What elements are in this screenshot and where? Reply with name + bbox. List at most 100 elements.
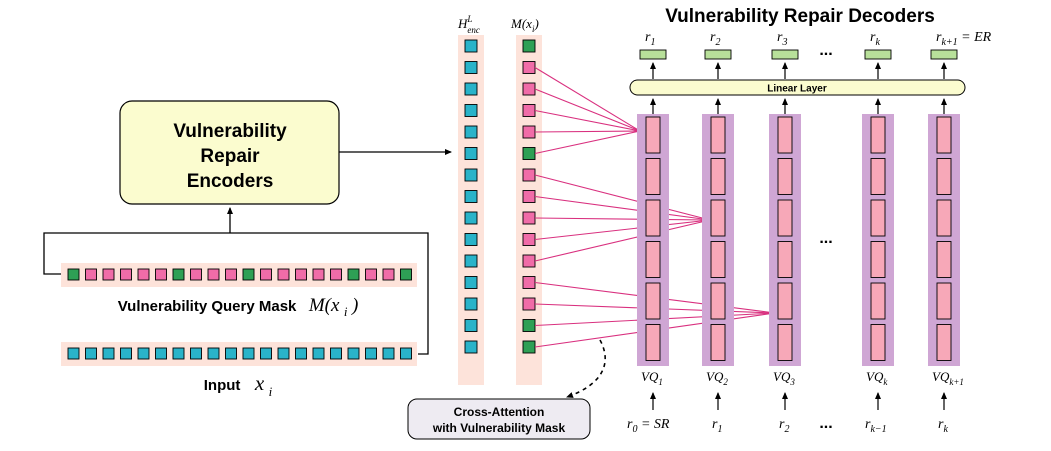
input-caption-sub: i (269, 384, 273, 399)
decoder-cell (710, 158, 726, 195)
encoder-state-cell (464, 190, 478, 203)
cross-attention-callout: Cross-Attention with Vulnerability Mask (407, 398, 591, 440)
output-token-box (639, 49, 667, 60)
decoder-cell (936, 324, 952, 361)
output-label: rk (870, 30, 880, 48)
encoder-state-cell (464, 233, 478, 246)
query-mask-token (207, 268, 220, 281)
encoder-state-cell (464, 297, 478, 311)
decoder-cell (936, 116, 952, 154)
decoder-cell (645, 282, 661, 320)
decoder-cell (777, 199, 793, 237)
decoder-cell (936, 158, 952, 195)
decoder-input-label: rk (938, 417, 948, 435)
output-token-box (864, 49, 892, 60)
decoder-cell (710, 199, 726, 237)
input-token (85, 347, 97, 360)
query-mask-token (260, 268, 272, 281)
decoder-band (862, 114, 894, 366)
input-token (295, 347, 307, 360)
encoder-block: Vulnerability Repair Encoders (119, 100, 340, 205)
encoder-states (464, 39, 478, 354)
input-token (382, 347, 395, 360)
attention-line (534, 219, 711, 241)
encoder-state-cell (464, 276, 478, 289)
mask-column-token (522, 276, 536, 289)
query-mask-token (347, 268, 360, 281)
query-mask-caption: Vulnerability Query Mask M(x i ) (118, 295, 359, 320)
input-token (242, 347, 255, 360)
mask-column-token (522, 340, 536, 354)
decoder-cell (870, 116, 886, 154)
decoder-cell (777, 158, 793, 195)
decoder-cell (777, 324, 793, 361)
input-token (365, 347, 377, 360)
decoder-ellipsis: ... (819, 230, 832, 247)
mask-column-token (522, 168, 536, 182)
input-caption-text: Input (204, 377, 241, 394)
output-token-box (930, 49, 958, 60)
encoder-states-label-sub: enc (467, 25, 480, 35)
input-token (207, 347, 220, 360)
input-caption-math: x (254, 371, 265, 395)
query-mask-caption-text: Vulnerability Query Mask (118, 298, 297, 315)
encoder-label-line-2: Repair (200, 146, 260, 167)
query-mask-token (85, 268, 97, 281)
encoder-state-cell (464, 125, 478, 139)
mask-column-token (522, 39, 536, 53)
query-mask-token (382, 268, 395, 281)
encoder-state-cell (464, 147, 478, 160)
decoder-cell (870, 324, 886, 361)
vulnerability-query-label: VQk+1 (932, 369, 964, 387)
input-token (225, 347, 237, 360)
input-token (347, 347, 360, 360)
encoder-state-cell (464, 254, 478, 268)
query-mask-token (137, 268, 150, 281)
mask-column-token (522, 125, 536, 139)
vulnerability-query-label: VQ3 (773, 369, 795, 387)
query-mask-caption-close: ) (351, 295, 358, 316)
query-mask-token (365, 268, 377, 281)
input-token (330, 347, 342, 360)
mask-column-token (522, 190, 536, 203)
attention-line (534, 130, 641, 155)
decoder-cell (710, 282, 726, 320)
input-token (172, 347, 185, 360)
output-label: rk+1 = ER (936, 30, 992, 48)
input-ellipsis: ... (819, 415, 832, 432)
output-token-box (771, 49, 799, 60)
output-label: r1 (645, 30, 655, 48)
mask-column-token (522, 211, 536, 225)
mask-column-token (522, 147, 536, 160)
input-token (137, 347, 150, 360)
attention-line (534, 109, 641, 132)
decoder-cell (710, 241, 726, 278)
query-mask-token (242, 268, 255, 281)
input-caption: Input x i (204, 371, 273, 399)
decoder-cell (645, 241, 661, 278)
input-token (312, 347, 325, 360)
query-mask-token (277, 268, 290, 281)
attention-line (534, 67, 641, 132)
decoder-input-label: r1 (712, 417, 722, 435)
decoder-band (928, 114, 960, 366)
decoder-cell (645, 199, 661, 237)
encoder-state-cell (464, 61, 478, 74)
mask-column-token (522, 254, 536, 268)
query-mask-token (67, 268, 80, 281)
linear-layer: Linear Layer (629, 79, 966, 96)
decoder-cell (777, 282, 793, 320)
input-token (260, 347, 272, 360)
mask-column-token (522, 297, 536, 311)
query-mask-caption-math: M(x (308, 295, 340, 316)
vulnerability-query-label: VQ1 (641, 369, 663, 387)
encoder-states-label-sup: L (466, 14, 472, 24)
decoder-cell (645, 324, 661, 361)
decoder-cell (777, 241, 793, 278)
decoder-cell (870, 282, 886, 320)
decoder-column: rk+1 = ER VQk+1 rk (928, 30, 992, 435)
